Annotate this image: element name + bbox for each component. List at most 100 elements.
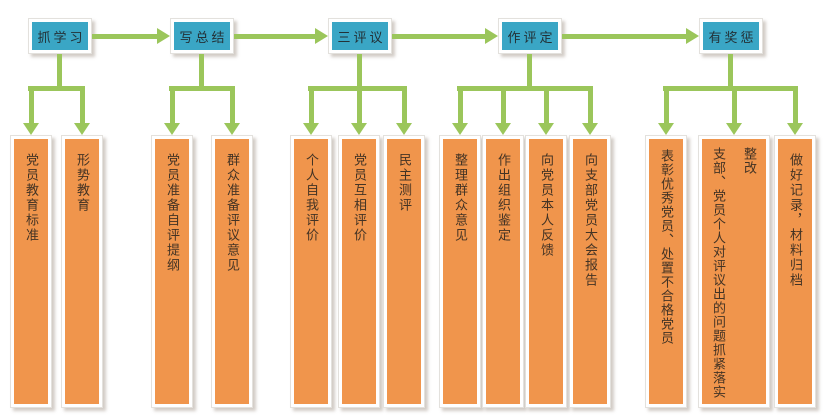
- flow-arrow-line-4: [562, 34, 686, 39]
- item-box-2-1: 党员准备自评提纲: [151, 135, 193, 408]
- item-box-4-3-fill: 向党员本人反馈: [529, 139, 563, 404]
- item-box-5-1-fill: 表彰优秀党员、处置不合格党员: [649, 139, 683, 404]
- flow-arrow-line-1: [92, 34, 157, 39]
- connector-drop-3-2: [357, 91, 362, 123]
- connector-drop-4-1: [458, 91, 463, 123]
- connector-stem-1: [57, 54, 62, 86]
- item-box-3-2-fill: 党员互相评价: [342, 139, 376, 404]
- flow-arrow-icon-2: [315, 28, 328, 44]
- item-box-1-2: 形势教育: [61, 135, 103, 408]
- down-arrow-icon-4-3: [538, 123, 554, 135]
- down-arrow-icon-5-2: [726, 123, 742, 135]
- item-box-2-1-fill: 党员准备自评提纲: [155, 139, 189, 404]
- stage-box-4: 作评定: [498, 18, 562, 54]
- flow-arrow-icon-1: [157, 28, 170, 44]
- down-arrow-icon-3-3: [396, 123, 412, 135]
- connector-drop-5-2: [732, 91, 737, 123]
- item-box-2-2: 群众准备评议意见: [211, 135, 253, 408]
- connector-stem-2: [199, 54, 204, 86]
- item-label-3-2: 党员互相评价: [352, 153, 367, 243]
- down-arrow-icon-4-1: [452, 123, 468, 135]
- item-box-4-2-fill: 作出组织鉴定: [486, 139, 520, 404]
- item-label-2-1: 党员准备自评提纲: [165, 153, 180, 273]
- item-label-3-3: 民主测评: [397, 153, 412, 213]
- item-box-5-2-fill: 支部、党员个人对评议出的问题抓紧落实整改: [702, 139, 766, 404]
- flow-arrow-icon-4: [686, 28, 699, 44]
- stage-label-5: 有奖惩: [708, 29, 757, 45]
- item-box-4-2: 作出组织鉴定: [482, 135, 524, 408]
- stage-box-3-fill: 三评议: [332, 22, 388, 50]
- stage-box-3: 三评议: [328, 18, 392, 54]
- connector-drop-4-3: [544, 91, 549, 123]
- item-label-1-2: 形势教育: [75, 153, 90, 213]
- item-label-4-4: 向支部党员大会报告: [583, 153, 598, 288]
- connector-drop-4-2: [501, 91, 506, 123]
- stage-label-1: 抓学习: [37, 29, 86, 45]
- stage-box-4-fill: 作评定: [502, 22, 558, 50]
- flow-arrow-line-3: [392, 34, 485, 39]
- item-label-5-1: 表彰优秀党员、处置不合格党员: [659, 149, 674, 345]
- item-box-4-4: 向支部党员大会报告: [569, 135, 611, 408]
- down-arrow-icon-1-1: [23, 123, 39, 135]
- down-arrow-icon-3-1: [303, 123, 319, 135]
- stage-box-5-fill: 有奖惩: [703, 22, 759, 50]
- down-arrow-icon-5-3: [787, 123, 803, 135]
- stage-label-4: 作评定: [507, 29, 556, 45]
- connector-drop-5-1: [664, 91, 669, 123]
- connector-bar-4: [457, 86, 593, 91]
- item-label-5-3: 做好记录，材料归档: [788, 153, 803, 288]
- connector-bar-2: [169, 86, 235, 91]
- down-arrow-icon-5-1: [658, 123, 674, 135]
- down-arrow-icon-4-2: [495, 123, 511, 135]
- connector-drop-2-1: [170, 91, 175, 123]
- stage-box-5: 有奖惩: [699, 18, 763, 54]
- stage-box-2-fill: 写总结: [174, 22, 230, 50]
- item-label-3-1: 个人自我评价: [304, 153, 319, 243]
- item-label-4-1: 整理群众意见: [453, 153, 468, 243]
- stage-label-2: 写总结: [179, 29, 228, 45]
- connector-drop-5-3: [793, 91, 798, 123]
- item-box-3-2: 党员互相评价: [338, 135, 380, 408]
- connector-stem-4: [527, 54, 532, 86]
- stage-box-1: 抓学习: [28, 18, 92, 54]
- item-box-5-1: 表彰优秀党员、处置不合格党员: [645, 135, 687, 408]
- stage-label-3: 三评议: [337, 29, 386, 45]
- item-box-3-3-fill: 民主测评: [387, 139, 421, 404]
- down-arrow-icon-2-2: [224, 123, 240, 135]
- item-box-1-1: 党员教育标准: [10, 135, 52, 408]
- down-arrow-icon-1-2: [74, 123, 90, 135]
- item-box-1-1-fill: 党员教育标准: [14, 139, 48, 404]
- item-box-2-2-fill: 群众准备评议意见: [215, 139, 249, 404]
- item-box-4-1: 整理群众意见: [439, 135, 481, 408]
- item-box-4-1-fill: 整理群众意见: [443, 139, 477, 404]
- connector-drop-1-1: [29, 91, 34, 123]
- connector-drop-3-1: [309, 91, 314, 123]
- connector-bar-3: [308, 86, 407, 91]
- item-label-2-2: 群众准备评议意见: [225, 153, 240, 273]
- item-label-4-3: 向党员本人反馈: [539, 153, 554, 258]
- item-box-3-1: 个人自我评价: [290, 135, 332, 408]
- item-box-4-4-fill: 向支部党员大会报告: [573, 139, 607, 404]
- connector-stem-3: [357, 54, 362, 86]
- stage-box-2: 写总结: [170, 18, 234, 54]
- item-box-5-3-fill: 做好记录，材料归档: [778, 139, 812, 404]
- connector-drop-2-2: [230, 91, 235, 123]
- flow-arrow-line-2: [234, 34, 315, 39]
- connector-drop-1-2: [80, 91, 85, 123]
- flow-arrow-icon-3: [485, 28, 498, 44]
- item-box-3-3: 民主测评: [383, 135, 425, 408]
- down-arrow-icon-3-2: [351, 123, 367, 135]
- connector-stem-5: [728, 54, 733, 86]
- item-box-5-3: 做好记录，材料归档: [774, 135, 816, 408]
- connector-bar-5: [663, 86, 798, 91]
- connector-bar-1: [28, 86, 85, 91]
- down-arrow-icon-4-4: [582, 123, 598, 135]
- item-box-5-2: 支部、党员个人对评议出的问题抓紧落实整改: [698, 135, 770, 408]
- down-arrow-icon-2-1: [164, 123, 180, 135]
- item-box-1-2-fill: 形势教育: [65, 139, 99, 404]
- connector-drop-4-4: [588, 91, 593, 123]
- stage-box-1-fill: 抓学习: [32, 22, 88, 50]
- item-label-5-2: 支部、党员个人对评议出的问题抓紧落实整改: [711, 147, 757, 399]
- item-label-1-1: 党员教育标准: [24, 153, 39, 243]
